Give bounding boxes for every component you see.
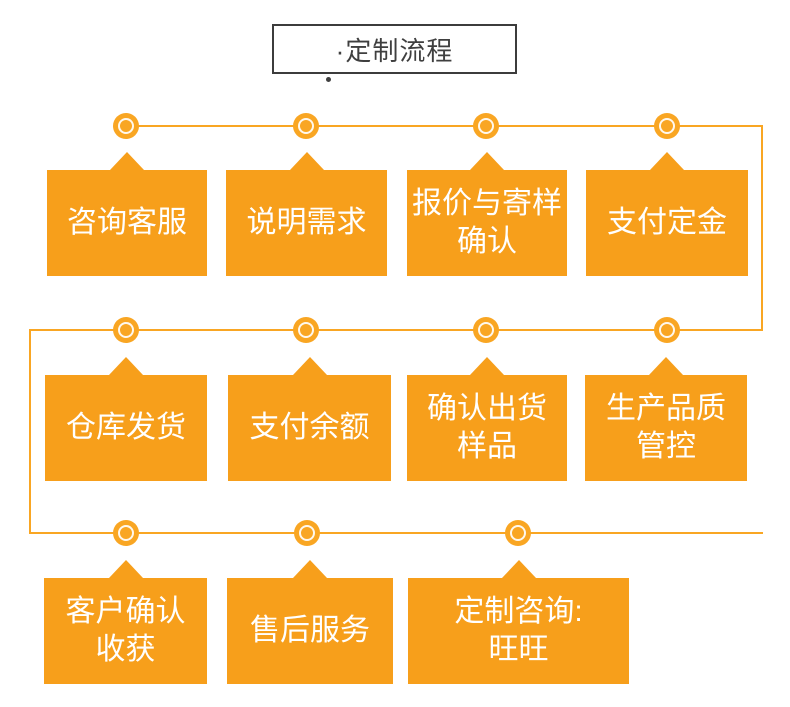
node-ring: [118, 322, 134, 338]
step-quote-and-sample-confirm: 报价与寄样 确认: [407, 152, 567, 276]
node-ring: [299, 525, 315, 541]
timeline-node: [113, 520, 139, 546]
pointer-up-icon: [470, 152, 504, 170]
pointer-up-icon: [109, 357, 143, 375]
timeline-node: [293, 317, 319, 343]
node-ring: [478, 118, 494, 134]
node-ring: [510, 525, 526, 541]
step-confirm-shipping-sample: 确认出货 样品: [407, 357, 567, 481]
timeline-row3-line: [30, 532, 763, 534]
step-label: 确认出货 样品: [427, 392, 547, 463]
step-label: 说明需求: [246, 206, 367, 239]
step-label: 咨询客服: [67, 206, 187, 239]
connector-left-down-line: [29, 329, 31, 534]
pointer-up-icon: [293, 560, 327, 578]
stray-dot: [326, 77, 331, 82]
step-production-quality-control: 生产品质 管控: [585, 357, 747, 481]
timeline-node: [113, 113, 139, 139]
timeline-node: [113, 317, 139, 343]
section-title-box: ·定制流程: [272, 24, 517, 74]
node-ring: [118, 118, 134, 134]
step-pay-deposit: 支付定金: [586, 152, 748, 276]
node-ring: [118, 525, 134, 541]
step-label: 定制咨询: 旺旺: [454, 595, 583, 666]
step-label: 支付余额: [249, 411, 370, 444]
timeline-node: [473, 113, 499, 139]
node-ring: [298, 118, 314, 134]
pointer-up-icon: [110, 152, 144, 170]
step-warehouse-shipping: 仓库发货: [45, 357, 207, 481]
timeline-node: [505, 520, 531, 546]
pointer-up-icon: [501, 560, 536, 578]
timeline-node: [294, 520, 320, 546]
timeline-node: [293, 113, 319, 139]
node-ring: [478, 322, 494, 338]
pointer-up-icon: [289, 152, 324, 170]
timeline-row2-line: [30, 329, 763, 331]
timeline-node: [654, 113, 680, 139]
step-consult-customer-service: 咨询客服: [47, 152, 207, 276]
section-title: ·定制流程: [335, 35, 454, 66]
step-explain-requirements: 说明需求: [226, 152, 387, 276]
timeline-node: [473, 317, 499, 343]
pointer-up-icon: [292, 357, 327, 375]
step-label: 仓库发货: [66, 411, 186, 444]
step-label: 报价与寄样 确认: [412, 187, 562, 258]
step-customer-confirm-receipt: 客户确认 收获: [44, 560, 207, 684]
node-ring: [659, 118, 675, 134]
step-pay-balance: 支付余额: [228, 357, 391, 481]
step-label: 售后服务: [250, 614, 370, 647]
step-after-sales-service: 售后服务: [227, 560, 393, 684]
step-label: 客户确认 收获: [65, 595, 186, 666]
connector-right-down-line: [761, 125, 763, 331]
pointer-up-icon: [470, 357, 504, 375]
timeline-row1-line: [126, 125, 763, 127]
pointer-up-icon: [650, 152, 684, 170]
pointer-up-icon: [108, 560, 143, 578]
step-custom-consult-wangwang: 定制咨询: 旺旺: [408, 560, 629, 684]
node-ring: [659, 322, 675, 338]
timeline-node: [654, 317, 680, 343]
pointer-up-icon: [649, 357, 683, 375]
step-label: 生产品质 管控: [606, 392, 726, 463]
step-label: 支付定金: [607, 206, 727, 239]
node-ring: [298, 322, 314, 338]
